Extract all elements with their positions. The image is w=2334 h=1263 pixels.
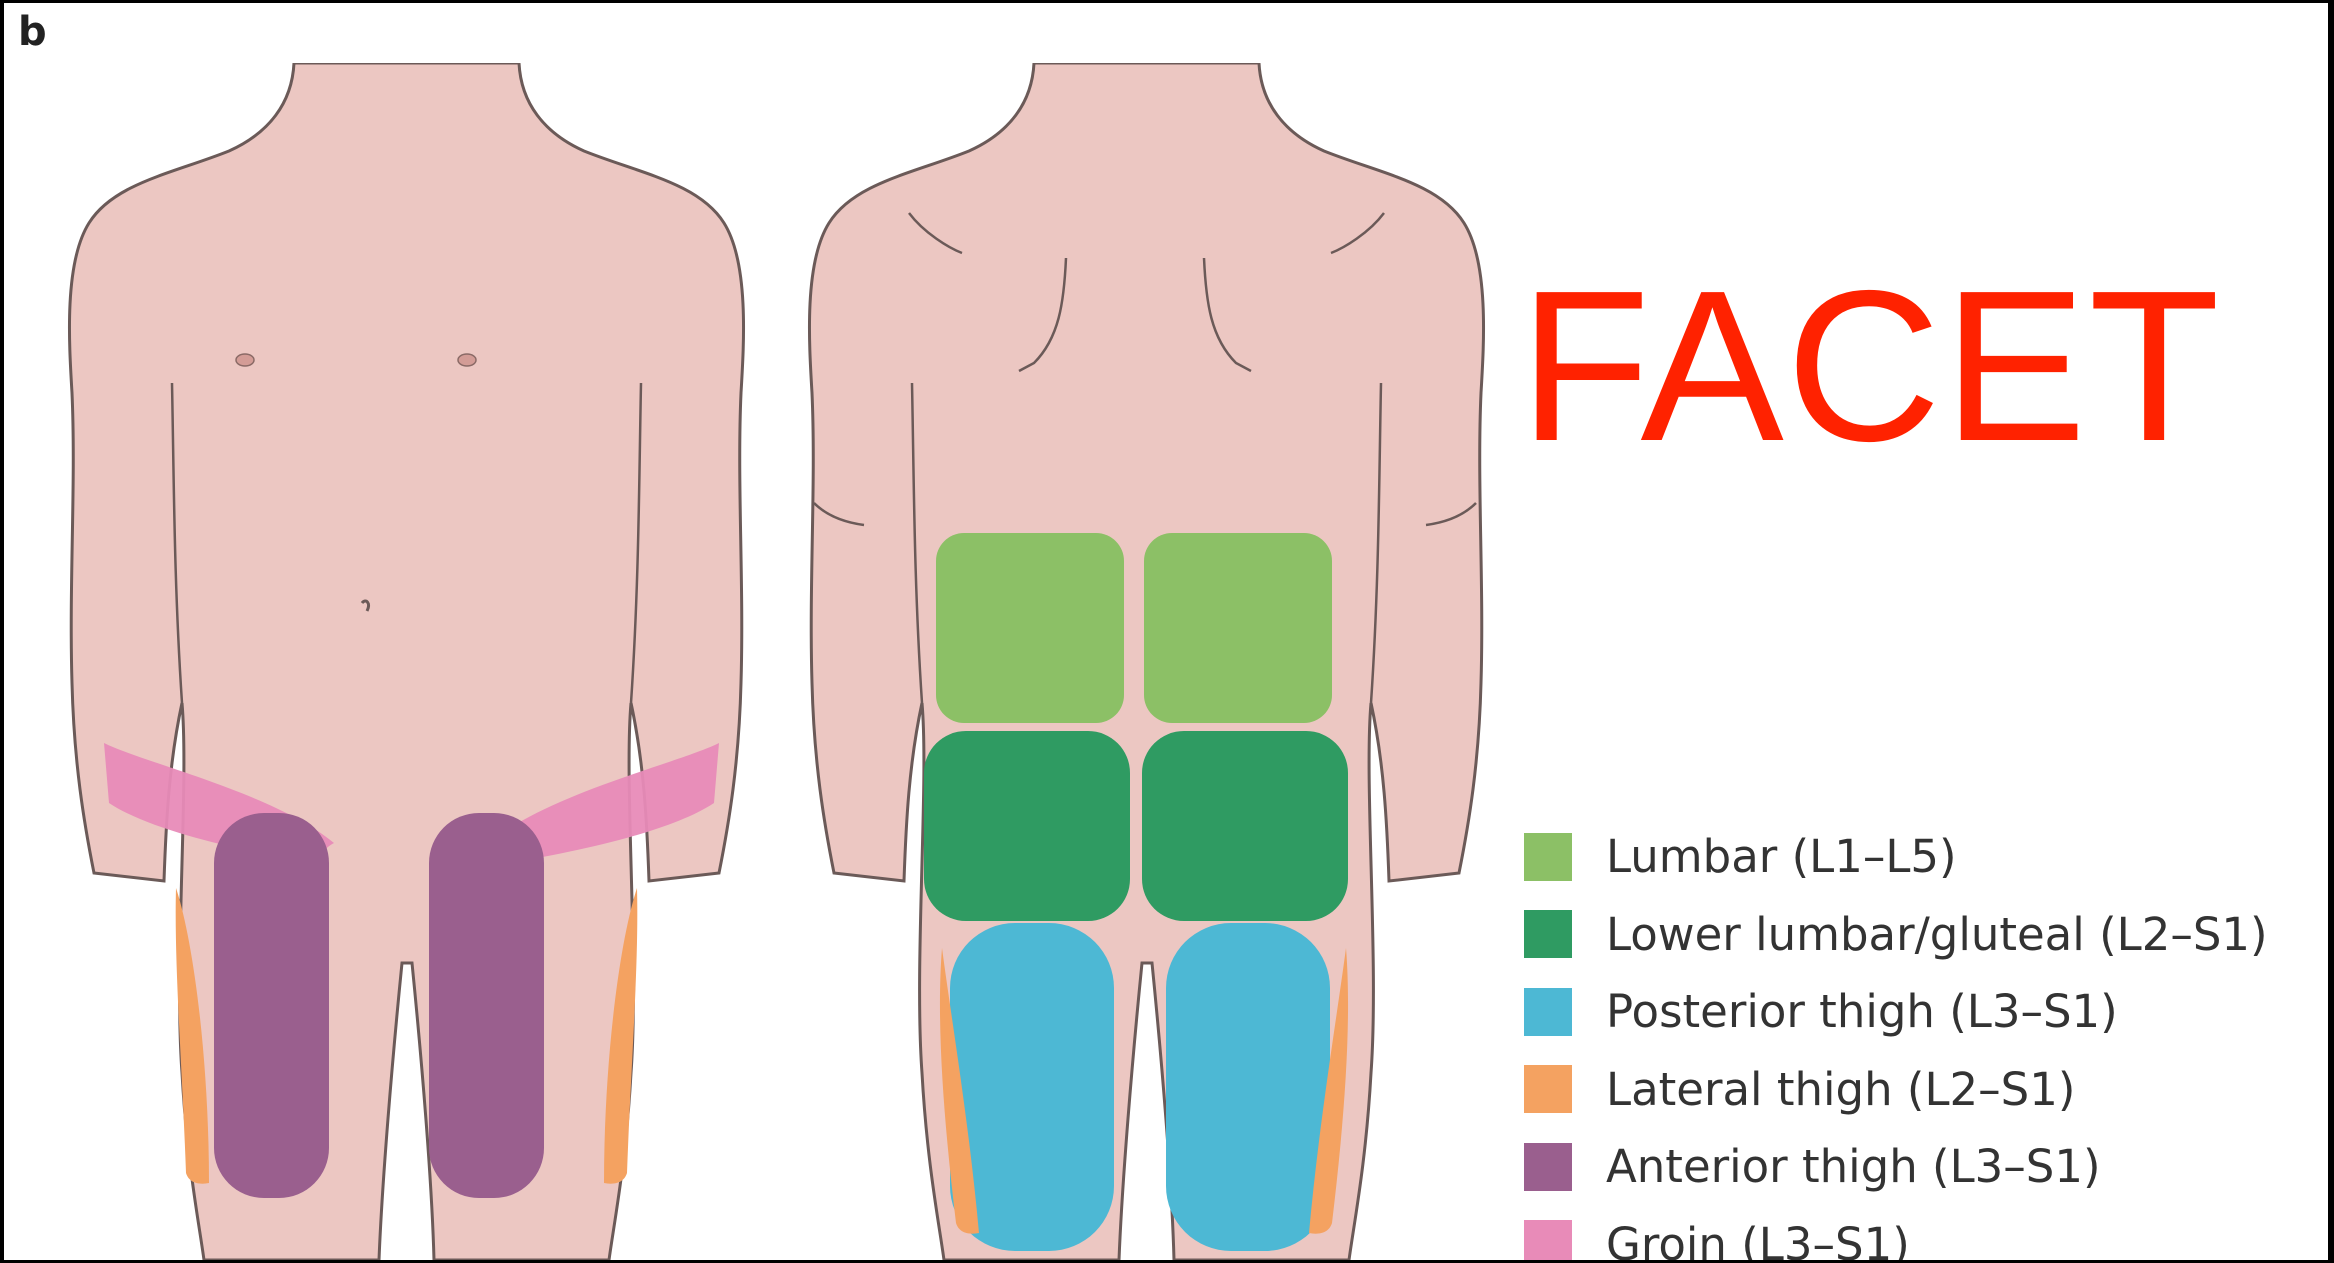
- legend-label-lateral-thigh: Lateral thigh (L2–S1): [1606, 1063, 2075, 1116]
- legend-swatch-lumbar: [1524, 833, 1572, 881]
- front-right-nipple: [458, 354, 476, 366]
- legend-item-groin: Groin (L3–S1): [1524, 1206, 2268, 1261]
- diagram-canvas: b: [4, 3, 2328, 1260]
- front-view-figure: [24, 63, 784, 1260]
- lumbar-region-left: [936, 533, 1124, 723]
- legend-item-lower-lumbar-gluteal: Lower lumbar/gluteal (L2–S1): [1524, 896, 2268, 974]
- legend-item-lateral-thigh: Lateral thigh (L2–S1): [1524, 1051, 2268, 1129]
- legend-item-posterior-thigh: Posterior thigh (L3–S1): [1524, 973, 2268, 1051]
- anterior-thigh-region-right: [429, 813, 544, 1198]
- region-legend: Lumbar (L1–L5) Lower lumbar/gluteal (L2–…: [1524, 818, 2268, 1260]
- anterior-thigh-region-left: [214, 813, 329, 1198]
- front-left-nipple: [236, 354, 254, 366]
- facet-title: FACET: [1519, 258, 2222, 473]
- legend-label-groin: Groin (L3–S1): [1606, 1218, 1910, 1260]
- legend-swatch-groin: [1524, 1220, 1572, 1260]
- back-view-figure: [764, 63, 1524, 1260]
- legend-label-lower-lumbar-gluteal: Lower lumbar/gluteal (L2–S1): [1606, 908, 2268, 961]
- legend-label-lumbar: Lumbar (L1–L5): [1606, 830, 1957, 883]
- legend-swatch-anterior-thigh: [1524, 1143, 1572, 1191]
- legend-label-posterior-thigh: Posterior thigh (L3–S1): [1606, 985, 2118, 1038]
- panel-letter: b: [18, 9, 47, 55]
- legend-swatch-posterior-thigh: [1524, 988, 1572, 1036]
- lower-lumbar-gluteal-region-right: [1142, 731, 1348, 921]
- posterior-thigh-region-right: [1166, 923, 1330, 1251]
- legend-item-anterior-thigh: Anterior thigh (L3–S1): [1524, 1128, 2268, 1206]
- lumbar-region-right: [1144, 533, 1332, 723]
- legend-item-lumbar: Lumbar (L1–L5): [1524, 818, 2268, 896]
- lower-lumbar-gluteal-region-left: [924, 731, 1130, 921]
- legend-swatch-lower-lumbar-gluteal: [1524, 910, 1572, 958]
- legend-label-anterior-thigh: Anterior thigh (L3–S1): [1606, 1140, 2101, 1193]
- front-body-silhouette: [69, 63, 743, 1260]
- legend-swatch-lateral-thigh: [1524, 1065, 1572, 1113]
